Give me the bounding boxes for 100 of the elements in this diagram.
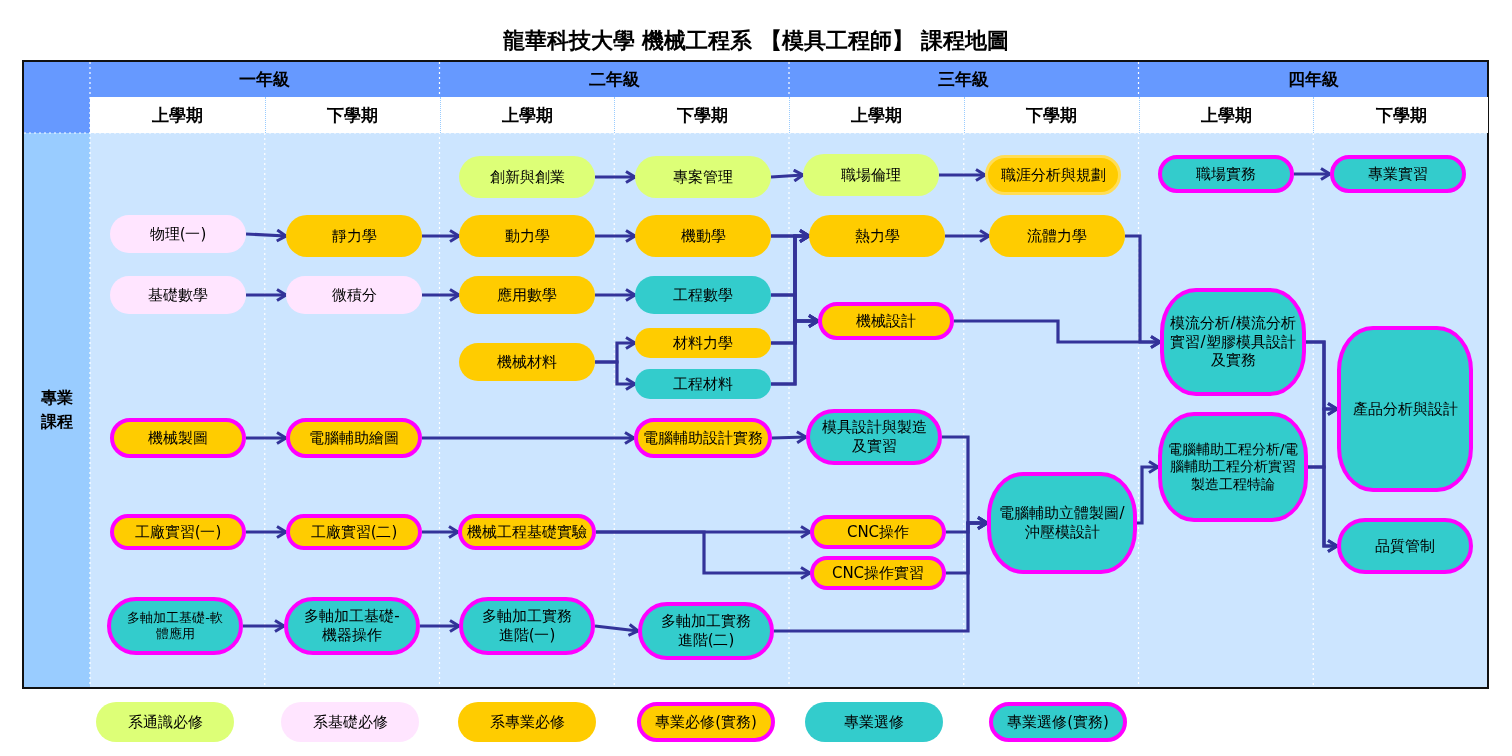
course-name: 工程數學 <box>672 285 734 305</box>
course-name: 多軸加工實務進階(一) <box>481 607 573 645</box>
course-pill <box>458 514 596 550</box>
course-pill <box>1330 155 1466 193</box>
course-pill <box>806 409 942 465</box>
course-name: 電腦輔助工程分析/電腦輔助工程分析實習製造工程特論 <box>1166 440 1300 494</box>
course-pill <box>635 215 771 257</box>
course-name: 電腦輔助設計實務 <box>642 428 764 448</box>
semester-header: 上學期 <box>151 103 203 127</box>
course-name: 機動學 <box>679 226 727 246</box>
course-name: 多軸加工基礎-機器操作 <box>303 607 401 645</box>
course-name: 流體力學 <box>1026 226 1088 246</box>
course-name: 動力學 <box>503 226 551 246</box>
arrow <box>246 525 288 539</box>
course-name: 專業實習 <box>1367 164 1429 184</box>
arrow <box>420 619 461 633</box>
arrow <box>1308 465 1339 553</box>
course-name: 微積分 <box>330 285 378 305</box>
course-name: 工廠實習(一) <box>133 522 223 542</box>
course-pill <box>110 514 246 550</box>
course-name: 電腦輔助繪圖 <box>308 428 400 448</box>
year-header: 二年級 <box>588 68 640 91</box>
course-pill <box>987 472 1137 574</box>
course-pill <box>803 154 939 196</box>
course-name: 多軸加工實務進階(二) <box>660 612 752 650</box>
course-pill <box>107 597 243 655</box>
arrow <box>770 168 805 183</box>
course-pill <box>286 276 422 314</box>
course-name: 品質管制 <box>1374 536 1436 556</box>
course-pill <box>1158 155 1294 193</box>
course-name: 物理(一) <box>148 224 208 244</box>
arrow <box>1137 460 1160 525</box>
arrow <box>596 530 812 580</box>
arrow <box>594 623 640 637</box>
arrow <box>422 229 461 243</box>
course-name: 機械製圖 <box>147 428 209 448</box>
arrow <box>939 168 987 182</box>
course-pill <box>635 276 771 314</box>
course-pill <box>635 328 771 358</box>
course-name: 模流分析/模流分析實習/塑膠模具設計及實務 <box>1169 313 1297 371</box>
course-name: 職場倫理 <box>840 165 902 185</box>
course-pill <box>459 343 595 381</box>
course-name: CNC操作 <box>845 522 911 542</box>
year-header: 一年級 <box>239 68 291 91</box>
legend-label: 系專業必修 <box>488 712 566 732</box>
course-pill <box>110 276 246 314</box>
course-name: 職場實務 <box>1195 164 1257 184</box>
semester-header: 上學期 <box>501 103 553 127</box>
course-pill <box>286 418 422 458</box>
arrow <box>954 319 1162 349</box>
legend-label: 專業選修 <box>843 712 905 732</box>
semester-header: 上學期 <box>851 103 903 127</box>
arrow <box>246 288 288 302</box>
arrow <box>245 228 288 243</box>
semester-header: 下學期 <box>1375 103 1427 127</box>
course-name: 機械材料 <box>496 352 558 372</box>
arrow <box>595 288 637 302</box>
course-pill <box>635 156 771 198</box>
course-pill <box>638 602 774 660</box>
course-name: 創新與創業 <box>488 167 566 187</box>
arrow <box>243 619 286 633</box>
course-name: 工廠實習(二) <box>309 522 399 542</box>
arrow <box>422 431 636 445</box>
course-name: 多軸加工基礎-軟體應用 <box>126 609 224 643</box>
course-pill <box>635 369 771 399</box>
legend-label: 專業選修(實務) <box>1006 712 1110 732</box>
course-name: 熱力學 <box>853 226 901 246</box>
course-pill <box>459 276 595 314</box>
semester-header: 下學期 <box>1026 103 1078 127</box>
course-pill <box>1160 288 1306 396</box>
row-header: 專業課程 <box>40 387 74 433</box>
year-header: 三年級 <box>938 68 990 91</box>
course-pill <box>110 418 246 458</box>
course-pill <box>284 597 420 655</box>
course-pill <box>286 215 422 257</box>
year-header: 四年級 <box>1287 68 1339 91</box>
course-name: 機械工程基礎實驗 <box>466 522 588 542</box>
course-name: 產品分析與設計 <box>1351 399 1459 419</box>
arrow <box>771 430 808 445</box>
course-pill <box>459 597 595 655</box>
course-pill <box>1337 326 1473 492</box>
course-name: CNC操作實習 <box>830 563 926 583</box>
course-pill <box>1337 518 1473 574</box>
arrow <box>1294 167 1332 181</box>
course-name: 材料力學 <box>672 333 734 353</box>
course-name: 基礎數學 <box>147 285 209 305</box>
arrow <box>422 525 460 539</box>
arrow <box>246 431 288 445</box>
course-pill <box>985 155 1121 195</box>
course-pill <box>989 215 1125 257</box>
course-name: 機械設計 <box>855 311 917 331</box>
course-pill <box>459 156 595 198</box>
legend-label: 專業必修(實務) <box>654 712 758 732</box>
arrow <box>595 229 637 243</box>
course-pill <box>818 302 954 340</box>
course-pill <box>110 215 246 253</box>
course-name: 電腦輔助立體製圖/沖壓模設計 <box>998 504 1126 542</box>
course-pill <box>810 515 946 549</box>
course-name: 靜力學 <box>330 226 378 246</box>
semester-header: 下學期 <box>676 103 728 127</box>
